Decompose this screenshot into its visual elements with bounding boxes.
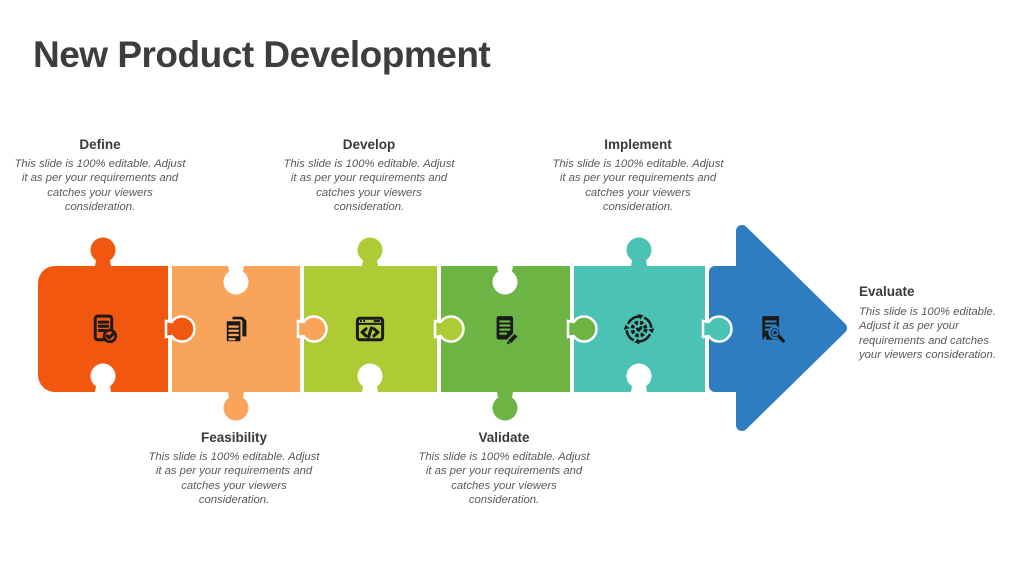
stage-description: This slide is 100% editable. Adjust it a… xyxy=(418,451,590,507)
stage-text-validate: Validate This slide is 100% editable. Ad… xyxy=(415,430,593,507)
connector-validate-implement xyxy=(566,315,598,343)
stage-description: This slide is 100% editable. Adjust it a… xyxy=(859,306,996,362)
stage-label: Develop xyxy=(342,137,396,152)
stage-text-feasibility: Feasibility This slide is 100% editable.… xyxy=(145,430,323,507)
stage-description: This slide is 100% editable. Adjust it a… xyxy=(14,158,186,214)
stage-description: This slide is 100% editable. Adjust it a… xyxy=(552,158,724,214)
code-window-icon xyxy=(355,316,385,342)
notch-bottom-develop xyxy=(357,363,383,392)
tab-top-define xyxy=(90,237,116,266)
gear-cycle-icon xyxy=(623,313,655,345)
document-edit-icon xyxy=(496,316,520,346)
stage-label: Implement xyxy=(604,137,672,152)
connector-define-feasibility xyxy=(164,315,196,343)
connector-implement-evaluate xyxy=(701,315,733,343)
stage-text-develop: Develop This slide is 100% editable. Adj… xyxy=(280,137,458,214)
connector-feasibility-develop xyxy=(296,315,328,343)
stage-text-evaluate: Evaluate This slide is 100% editable. Ad… xyxy=(859,284,1005,362)
slide-title: New Product Development xyxy=(33,34,491,75)
tab-top-develop xyxy=(357,237,383,266)
stage-label: Evaluate xyxy=(859,284,915,299)
stage-label: Define xyxy=(79,137,121,152)
stage-label: Feasibility xyxy=(200,430,268,445)
notch-bottom-define xyxy=(90,363,116,392)
notch-top-feasibility xyxy=(223,266,249,295)
tab-bottom-validate xyxy=(492,392,518,421)
document-search-icon xyxy=(762,316,786,344)
notch-top-validate xyxy=(492,266,518,295)
connector-develop-validate xyxy=(433,315,465,343)
stage-label: Validate xyxy=(478,430,530,445)
stage-text-define: Define This slide is 100% editable. Adju… xyxy=(11,137,189,214)
stage-text-implement: Implement This slide is 100% editable. A… xyxy=(549,137,727,214)
copy-documents-icon xyxy=(224,314,249,344)
stage-description: This slide is 100% editable. Adjust it a… xyxy=(148,451,320,507)
document-check-icon xyxy=(93,314,118,344)
stage-description: This slide is 100% editable. Adjust it a… xyxy=(283,158,455,214)
notch-bottom-implement xyxy=(626,363,652,392)
tab-bottom-feasibility xyxy=(223,392,249,421)
tab-top-implement xyxy=(626,237,652,266)
